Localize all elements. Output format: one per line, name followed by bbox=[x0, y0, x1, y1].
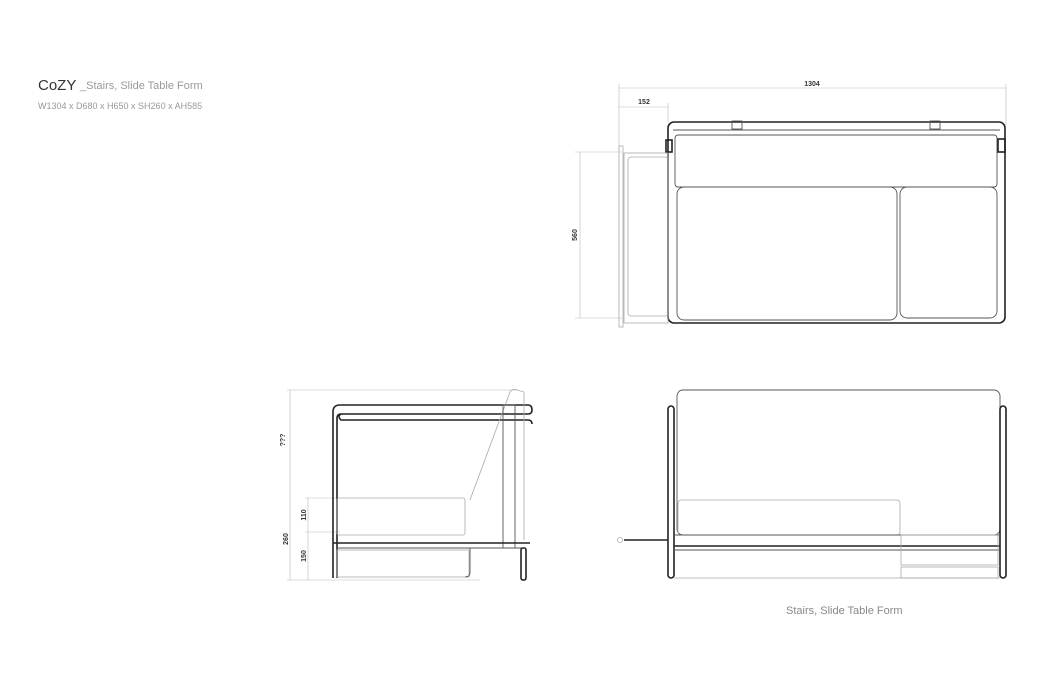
dim-cushion: 110 bbox=[301, 509, 308, 520]
side-view: ??? 260 110 150 bbox=[280, 388, 533, 581]
dim-height: ??? bbox=[280, 434, 287, 447]
product-title: CoZY bbox=[38, 77, 77, 94]
dim-width: 1304 bbox=[804, 81, 820, 88]
product-subtitle: _Stairs, Slide Table Form bbox=[80, 80, 203, 92]
dim-base: 150 bbox=[301, 550, 308, 562]
top-view: 1304 152 560 bbox=[572, 81, 1007, 328]
dim-table: 152 bbox=[638, 99, 650, 106]
dim-depth: 560 bbox=[572, 229, 579, 241]
product-specs: W1304 x D680 x H650 x SH260 x AH585 bbox=[38, 101, 203, 111]
front-view bbox=[617, 389, 1007, 579]
drawing-caption: Stairs, Slide Table Form bbox=[786, 605, 903, 617]
dim-seat-height: 260 bbox=[283, 533, 290, 545]
